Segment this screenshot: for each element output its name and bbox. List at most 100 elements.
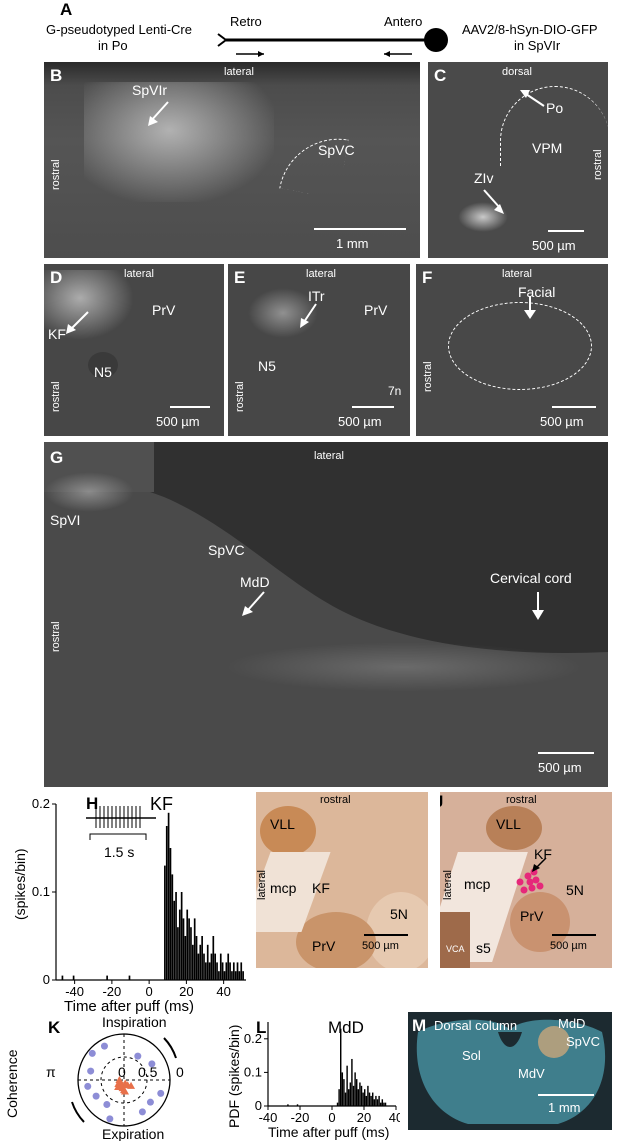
- g-rostral: rostral: [50, 621, 62, 652]
- polar-point: [146, 1098, 154, 1106]
- histogram-bar: [336, 1102, 339, 1106]
- m-mdd: MdD: [558, 1016, 586, 1031]
- d-prv: PrV: [152, 302, 176, 318]
- histogram-bar: [370, 1095, 372, 1106]
- polar-triangle: [115, 1076, 124, 1083]
- histogram-bar: [193, 918, 196, 980]
- panel-letter-m: M: [412, 1016, 427, 1035]
- histogram-bar: [376, 1099, 379, 1106]
- histogram-bar: [201, 936, 203, 980]
- left-title: G-pseudotyped Lenti-Cre: [46, 22, 192, 37]
- panel-letter-l: L: [256, 1018, 267, 1037]
- histogram-bar: [195, 936, 198, 980]
- histogram-bar: [357, 1089, 360, 1106]
- b-spvir: SpVIr: [132, 82, 168, 98]
- m-mdv: MdV: [518, 1066, 545, 1081]
- b-rostral: rostral: [50, 159, 62, 190]
- polar-point: [88, 1049, 96, 1057]
- y-tick-label: 0.1: [244, 1064, 262, 1079]
- histogram-bar: [231, 971, 233, 980]
- histogram-bar: [338, 1089, 340, 1106]
- histogram-bar: [360, 1085, 363, 1106]
- histogram-bar: [167, 812, 170, 980]
- histogram-bar: [354, 1072, 356, 1106]
- histogram-bar: [197, 953, 200, 980]
- histogram-bar: [218, 971, 220, 980]
- g-cervical: Cervical cord: [490, 570, 572, 586]
- left-sub: in Po: [98, 38, 128, 53]
- e-n5: N5: [258, 358, 276, 374]
- histogram-bar: [205, 962, 207, 980]
- c-scale: 500 µm: [532, 238, 576, 253]
- y-tick-label: 0.2: [32, 796, 50, 811]
- histogram-bar: [208, 962, 211, 980]
- f-scale: 500 µm: [540, 414, 584, 429]
- histogram-bar: [180, 892, 183, 980]
- panel-e: E lateral ITr PrV rostral N5 7n 500 µm: [228, 264, 410, 436]
- b-lateral: lateral: [224, 66, 254, 78]
- e-rostral: rostral: [234, 381, 246, 412]
- histogram-bar: [232, 962, 235, 980]
- histogram-bar: [188, 918, 190, 980]
- k-pi: π: [46, 1064, 56, 1080]
- b-spvc: SpVC: [318, 142, 355, 158]
- histogram-bar: [240, 962, 243, 980]
- m-dorsal: Dorsal column: [434, 1018, 518, 1033]
- histogram-bar: [296, 1104, 299, 1106]
- histogram-bar: [373, 1099, 376, 1106]
- panel-letter-j: J: [440, 792, 443, 812]
- histogram-bar: [375, 1095, 377, 1106]
- x-tick-label: -40: [259, 1110, 278, 1125]
- y-tick-label: 0.1: [32, 884, 50, 899]
- histogram-bar: [378, 1095, 380, 1106]
- f-rostral: rostral: [422, 361, 434, 392]
- panel-i: I rostral VLL lateral mcp KF 5N PrV 500 …: [256, 792, 428, 968]
- j-prv: PrV: [520, 908, 544, 924]
- histogram-bar: [182, 918, 185, 980]
- histogram-bar: [234, 971, 237, 980]
- e-lateral: lateral: [306, 268, 336, 280]
- k-zero-right: 0: [176, 1064, 184, 1080]
- e-prv: PrV: [364, 302, 388, 318]
- i-5n: 5N: [390, 906, 408, 922]
- e-scale: 500 µm: [338, 414, 382, 429]
- polar-point: [157, 1089, 165, 1097]
- x-tick-label: -20: [291, 1110, 310, 1125]
- j-mcp: mcp: [464, 876, 491, 892]
- panel-letter-b: B: [50, 66, 63, 85]
- histogram-bar: [362, 1092, 364, 1106]
- d-rostral: rostral: [50, 381, 62, 412]
- d-kf: KF: [48, 326, 66, 342]
- panel-d: D lateral PrV KF rostral N5 500 µm: [44, 264, 224, 436]
- panel-letter-g: G: [50, 448, 64, 467]
- panel-g: G lateral SpVI SpVC MdD Cervical cord ro…: [44, 442, 608, 787]
- g-mdd: MdD: [240, 574, 270, 590]
- retro-label: Retro: [230, 14, 262, 29]
- j-kf: KF: [534, 846, 552, 862]
- i-prv: PrV: [312, 938, 336, 954]
- histogram-bar: [364, 1089, 366, 1106]
- polar-point: [134, 1052, 142, 1060]
- c-zlv: ZIv: [474, 170, 494, 186]
- histogram-bar: [381, 1099, 384, 1106]
- k-ylabel: Coherence: [4, 1049, 20, 1119]
- histogram-bar: [227, 953, 230, 980]
- e-itr: ITr: [308, 288, 325, 304]
- panel-letter-h: H: [86, 794, 99, 813]
- histogram-bar: [229, 962, 231, 980]
- histogram-bar: [210, 953, 213, 980]
- j-scale: 500 µm: [550, 940, 587, 952]
- j-vll: VLL: [496, 816, 521, 832]
- histogram-bar: [173, 900, 176, 980]
- m-sol: Sol: [462, 1048, 481, 1063]
- histogram-bar: [177, 927, 179, 980]
- panel-b: B lateral SpVIr SpVC rostral 1 mm: [44, 62, 420, 258]
- x-tick-label: 20: [179, 984, 193, 999]
- panel-j: J rostral VLL KF lateral mcp 5N PrV VCA …: [440, 792, 612, 968]
- histogram-bar: [191, 944, 194, 980]
- polar-arrow-top: [163, 1037, 177, 1059]
- h-xlabel: Time after puff (ms): [64, 998, 195, 1015]
- panel-f: F lateral Facial rostral 500 µm: [416, 264, 608, 436]
- x-tick-label: 0: [328, 1110, 335, 1125]
